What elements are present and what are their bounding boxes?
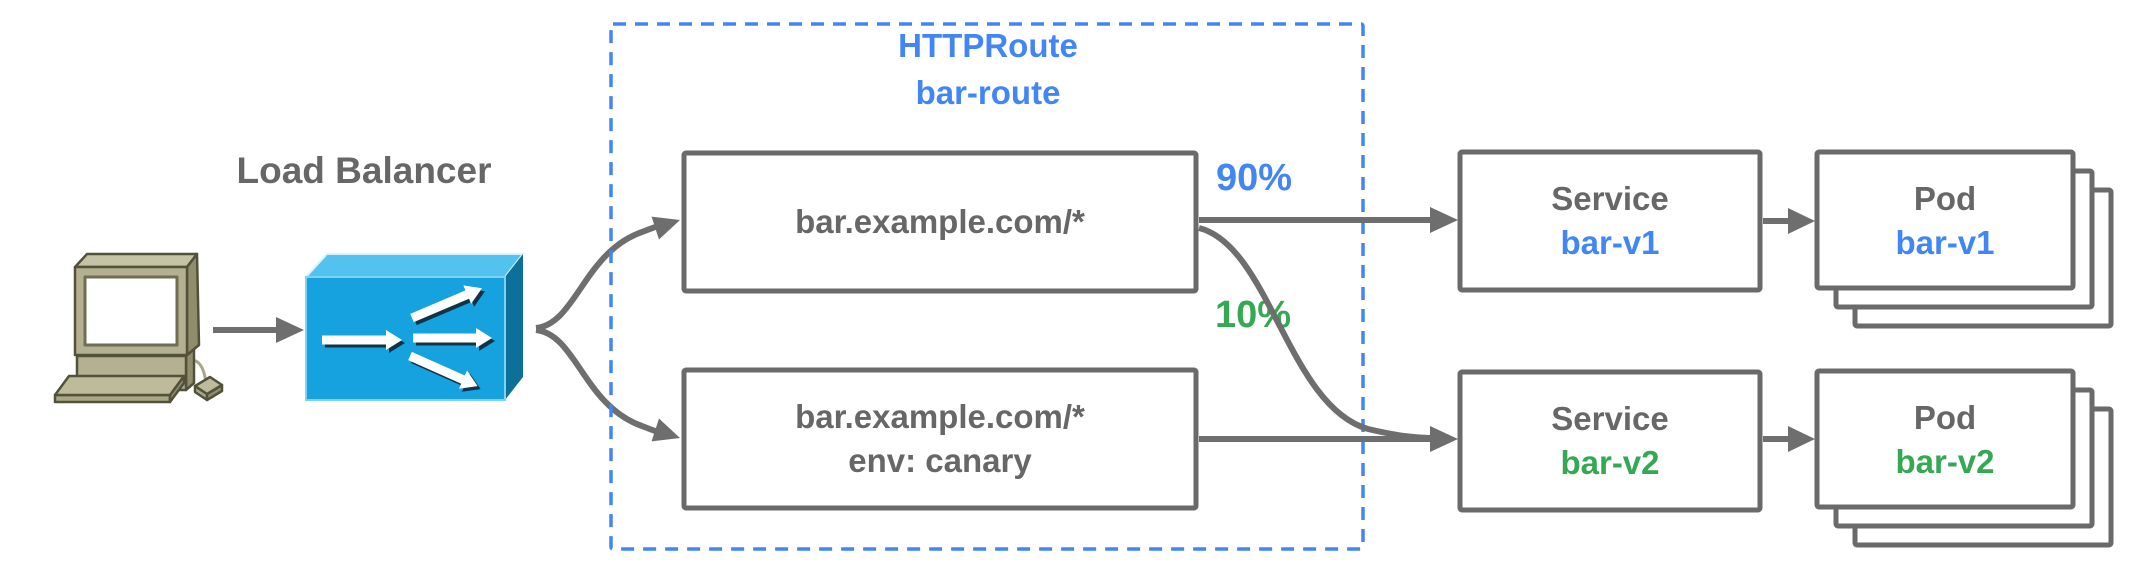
connector-lb-to-rule1: [535, 216, 680, 331]
monitor-screen: [83, 275, 179, 347]
pod2-kind: Pod: [1914, 399, 1976, 436]
connector-service2-to-pod2: [1763, 426, 1815, 452]
keyboard-top: [53, 374, 186, 397]
connector-rule1-to-service1: [1199, 207, 1458, 233]
httproute-title: HTTPRoute: [898, 27, 1078, 64]
rule-canary-match: bar.example.com/*: [795, 398, 1085, 435]
client-computer-icon: [53, 252, 224, 404]
httproute-group-box: [609, 22, 1365, 551]
service-box-bar-v2: Service bar-v2: [1457, 369, 1763, 513]
service1-kind: Service: [1551, 180, 1668, 217]
rule-canary-header: env: canary: [848, 442, 1032, 479]
load-balancer-icon: [303, 253, 526, 401]
service2-name: bar-v2: [1560, 444, 1659, 481]
lb-fan-arrows: [322, 285, 495, 392]
lb-top-face: [303, 253, 526, 278]
monitor-top: [73, 252, 199, 269]
pod1-name: bar-v1: [1895, 224, 1994, 261]
weight-90-label: 90%: [1216, 157, 1292, 199]
pod-stack-bar-v1: Pod bar-v1: [1814, 149, 2114, 329]
service1-name: bar-v1: [1560, 224, 1659, 261]
connector-rule2-to-service2: [1199, 426, 1458, 452]
arrow-client-to-lb: [213, 317, 304, 343]
connector-service1-to-pod1: [1763, 208, 1815, 234]
pod1-kind: Pod: [1914, 180, 1976, 217]
service2-kind: Service: [1551, 400, 1668, 437]
monitor-side: [185, 252, 201, 357]
httproute-name: bar-route: [916, 74, 1061, 111]
load-balancer-label: Load Balancer: [237, 150, 492, 191]
mouse-top: [193, 375, 224, 396]
pod-stack-bar-v2: Pod bar-v2: [1814, 368, 2114, 548]
rule-primary-match: bar.example.com/*: [795, 203, 1085, 240]
service-box-bar-v1: Service bar-v1: [1457, 149, 1763, 293]
pod2-name: bar-v2: [1895, 443, 1994, 480]
lb-side-face: [505, 254, 523, 400]
rule-box-canary: bar.example.com/* env: canary: [681, 367, 1199, 511]
rule-box-primary: bar.example.com/*: [681, 150, 1199, 294]
connector-lb-to-rule2: [535, 327, 680, 442]
